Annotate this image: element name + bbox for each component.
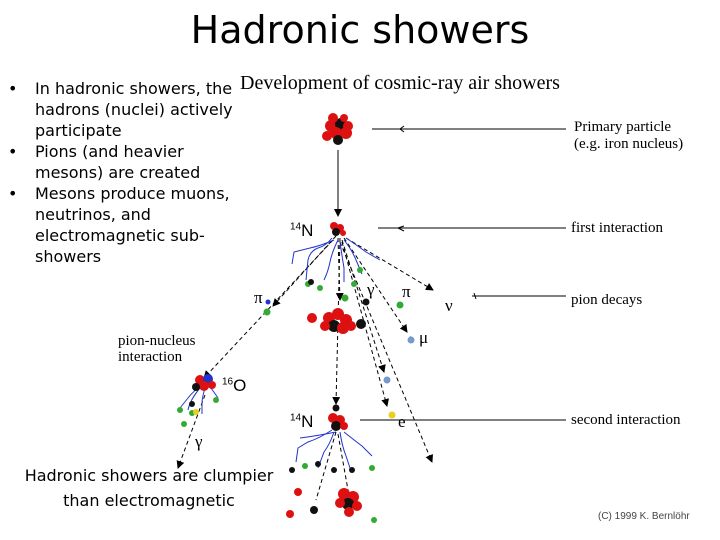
- electron-particle: [193, 409, 199, 415]
- nucleus-label-n14-first: 14N: [290, 221, 314, 240]
- label-primary-example: (e.g. iron nucleus): [574, 136, 684, 152]
- event-tick-marks: [397, 125, 477, 300]
- gamma-symbol: γ: [195, 432, 203, 451]
- target-nucleus-2: [328, 413, 348, 431]
- gamma-tracks-upper: [291, 237, 381, 282]
- fragment-cluster-middle: [307, 308, 366, 334]
- label-pion-decays: pion decays: [571, 292, 643, 308]
- target-nucleus-1: [330, 222, 346, 236]
- fragment-cluster-bottom: [286, 488, 377, 523]
- muon-particle: [383, 376, 391, 384]
- label-pointer-lines: [360, 128, 566, 421]
- pion-particles: [177, 267, 404, 471]
- label-second-interaction: second interaction: [571, 412, 681, 428]
- slide-title: Hadronic showers: [190, 8, 530, 52]
- bullet-item: In hadronic showers, the hadrons (nuclei…: [8, 78, 240, 141]
- nucleus-label-o16: 16O: [222, 376, 247, 395]
- caption: Hadronic showers are clumpier than elect…: [24, 466, 274, 510]
- nucleus-label-n14-second: 14N: [290, 412, 314, 431]
- diagram-title: Development of cosmic-ray air showers: [240, 72, 560, 94]
- gamma-symbol: γ: [367, 280, 375, 299]
- label-first-interaction: first interaction: [571, 220, 664, 236]
- gamma-tracks-lower: [295, 429, 373, 469]
- other-particles: [189, 279, 370, 473]
- second-interaction-tracks: [315, 431, 349, 501]
- first-interaction-tracks: [176, 235, 434, 469]
- copyright-notice: (C) 1999 K. Bernlöhr: [598, 511, 690, 522]
- primary-iron-nucleus: [322, 113, 353, 145]
- electron-symbol: e: [398, 412, 406, 431]
- neutrino-symbol: ν: [445, 296, 453, 315]
- label-pion-nucleus: pion-nucleus: [118, 333, 196, 349]
- pion-symbol: π: [254, 288, 263, 307]
- bullet-item: Pions (and heavier mesons) are created: [8, 141, 240, 183]
- electron-particle: [388, 411, 396, 419]
- bullet-item: Mesons produce muons, neutrinos, and ele…: [8, 183, 240, 267]
- pion-symbol: π: [402, 282, 411, 301]
- muon-symbol: μ: [419, 328, 429, 347]
- label-pion-nucleus-interaction: interaction: [118, 349, 183, 365]
- muon-particle: [407, 336, 415, 344]
- oxygen-nucleus: [192, 374, 216, 391]
- label-primary-particle: Primary particle: [574, 119, 672, 135]
- bullet-list: In hadronic showers, the hadrons (nuclei…: [8, 78, 240, 267]
